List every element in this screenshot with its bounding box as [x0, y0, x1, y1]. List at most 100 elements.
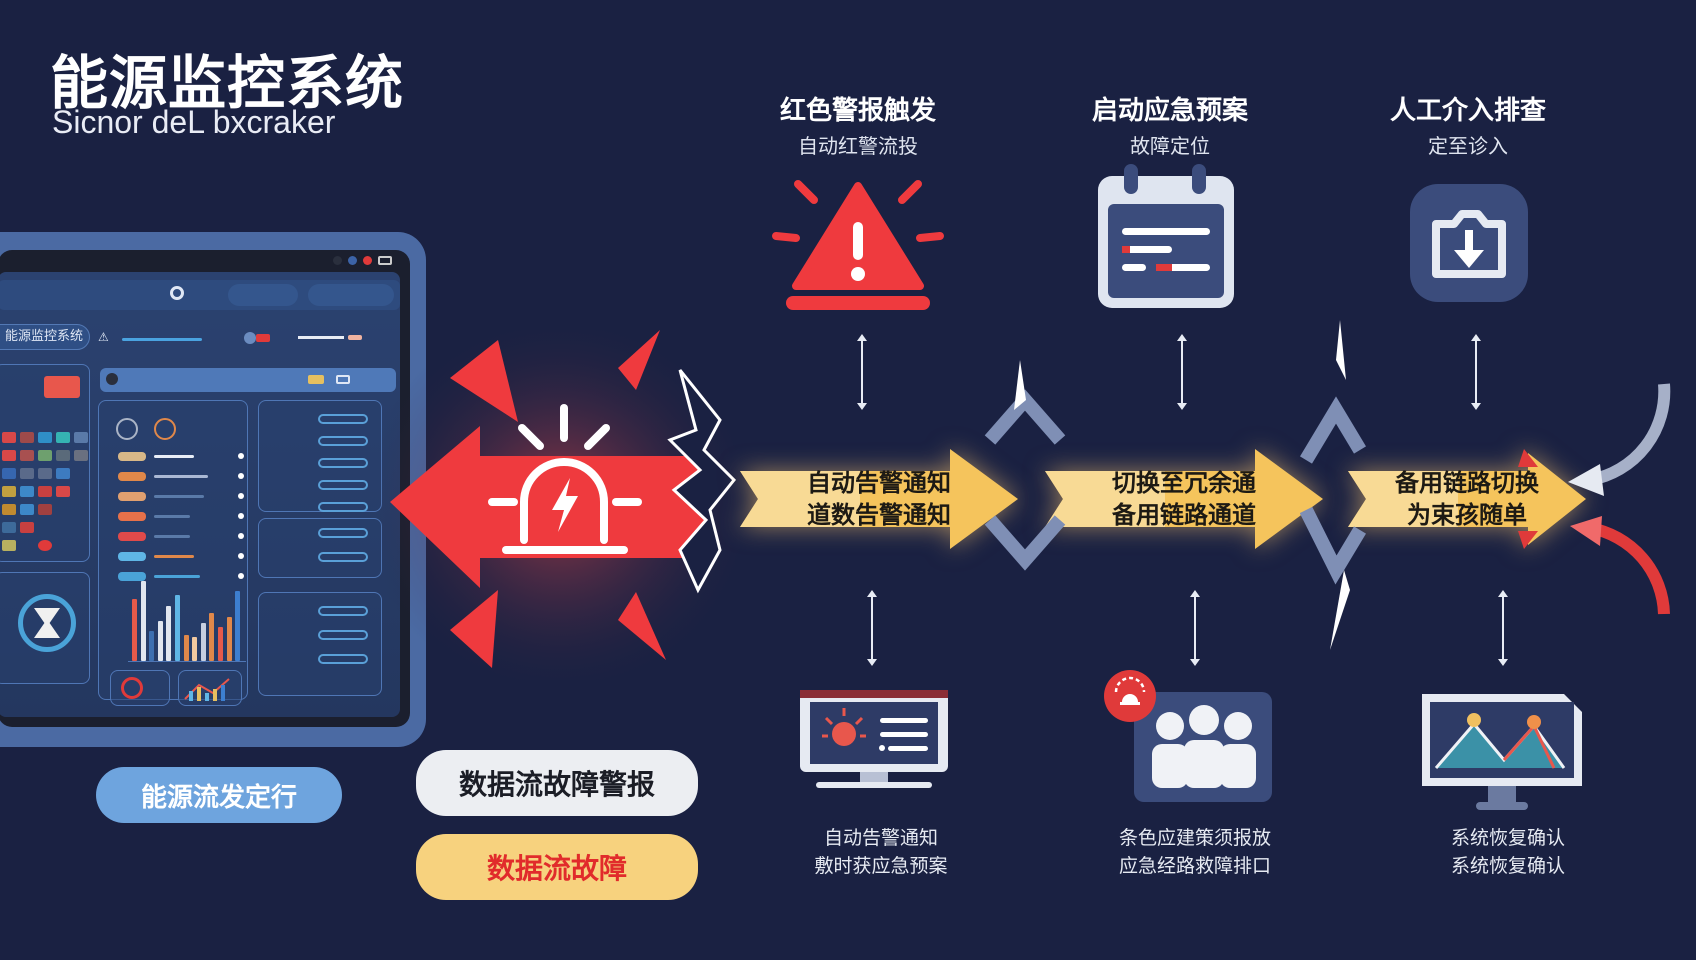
- user-pill[interactable]: [308, 284, 394, 306]
- chart-bar: [140, 581, 146, 661]
- chart-bar: [183, 635, 189, 661]
- grid-cell[interactable]: [38, 540, 52, 551]
- chart-bar: [226, 617, 232, 661]
- grid-cell[interactable]: [74, 432, 88, 443]
- list-row-pill[interactable]: [318, 606, 368, 616]
- fault-label-pill[interactable]: 数据流故障: [416, 834, 698, 900]
- maximize-icon[interactable]: [378, 256, 392, 265]
- grid-cell[interactable]: [56, 450, 70, 461]
- step-subtitle-plan: 故障定位: [1130, 134, 1210, 158]
- grid-cell[interactable]: [56, 468, 70, 479]
- metric-dot: [238, 473, 244, 479]
- list-row-pill[interactable]: [318, 458, 368, 468]
- metric-tag: [118, 532, 146, 541]
- trend-panel: [178, 670, 242, 706]
- alert-list-panel: [258, 518, 382, 578]
- progress-bar: [122, 338, 202, 341]
- metric-dot: [238, 553, 244, 559]
- grid-cell[interactable]: [20, 468, 34, 479]
- flow-line1: 切换至冗余通: [1112, 469, 1256, 497]
- list-row-pill[interactable]: [318, 414, 368, 424]
- metric-tag: [118, 492, 146, 501]
- grid-cell[interactable]: [2, 540, 16, 551]
- flow-line1: 备用链路切换: [1395, 469, 1539, 497]
- chart-bar: [235, 591, 241, 661]
- metric-line: [154, 575, 200, 578]
- app-name-tab[interactable]: 能源监控系统: [0, 324, 90, 350]
- grid-cell[interactable]: [2, 486, 16, 497]
- grid-cell[interactable]: [20, 432, 34, 443]
- chart-bar: [132, 599, 137, 661]
- flow-line2: 为束孩随单: [1407, 501, 1527, 529]
- vertical-connector: [1498, 590, 1508, 666]
- grid-cell[interactable]: [38, 432, 52, 443]
- grid-cell[interactable]: [38, 504, 52, 515]
- location-pin-icon: [121, 677, 143, 699]
- close-dot[interactable]: [363, 256, 372, 265]
- vertical-connector: [857, 334, 867, 410]
- calendar-checklist-icon: [1098, 164, 1234, 308]
- grid-cell[interactable]: [56, 486, 70, 497]
- alert-tile[interactable]: [44, 376, 80, 398]
- step-subtitle-alert: 自动红警流投: [798, 134, 918, 158]
- metric-tag: [118, 512, 146, 521]
- dashboard-device: 能源监控系统 ⚠: [0, 232, 426, 747]
- grid-cell[interactable]: [2, 432, 16, 443]
- grid-cell[interactable]: [38, 486, 52, 497]
- grid-cell[interactable]: [38, 468, 52, 479]
- grid-cell[interactable]: [2, 522, 16, 533]
- grid-cell[interactable]: [38, 450, 52, 461]
- list-row-pill[interactable]: [318, 552, 368, 562]
- grid-cell[interactable]: [2, 504, 16, 515]
- metric-line: [154, 555, 194, 558]
- chart-bar: [209, 613, 215, 661]
- flow-step-switch: 切换至冗余通备用链路通道: [1045, 449, 1323, 549]
- metric-tag: [118, 452, 146, 461]
- grid-cell[interactable]: [20, 504, 34, 515]
- list-row-pill[interactable]: [318, 502, 368, 512]
- download-folder-icon: [1410, 184, 1528, 302]
- flow-step-backup: 备用链路切换为束孩随单: [1348, 449, 1586, 549]
- alert-label-pill[interactable]: 数据流故障警报: [416, 750, 698, 816]
- trend-chart-icon: [184, 678, 230, 701]
- metric-dot: [238, 453, 244, 459]
- filter-bar[interactable]: [100, 368, 396, 392]
- chart-bar: [192, 637, 198, 661]
- filter-chip[interactable]: [308, 375, 324, 384]
- refresh-icon[interactable]: [170, 286, 184, 300]
- vertical-connector: [867, 590, 877, 666]
- list-row-pill[interactable]: [318, 480, 368, 490]
- window-dot[interactable]: [348, 256, 357, 265]
- list-row-pill[interactable]: [318, 528, 368, 538]
- dashboard-content: 能源监控系统 ⚠: [0, 272, 400, 717]
- grid-cell[interactable]: [2, 468, 16, 479]
- grid-cell[interactable]: [20, 522, 34, 533]
- dashboard-topbar: [0, 280, 400, 310]
- bottom-line1: 条色应建策须报放: [1118, 827, 1271, 849]
- normal-state-pill[interactable]: 能源流发定行: [96, 767, 342, 823]
- grid-cell[interactable]: [20, 486, 34, 497]
- toggle-knob[interactable]: [244, 332, 256, 344]
- step-subtitle-manual: 定至诊入: [1428, 134, 1508, 158]
- bottom-line2: 应急经路救障排口: [1118, 855, 1271, 877]
- chart-bar: [149, 631, 155, 661]
- pin-panel: [110, 670, 170, 706]
- metric-dot: [238, 573, 244, 579]
- grid-cell[interactable]: [2, 450, 16, 461]
- chain-link-connector: [1300, 320, 1367, 650]
- bottom-line2: 敷时获应急预案: [814, 855, 948, 877]
- filter-chip[interactable]: [336, 375, 350, 384]
- grid-cell[interactable]: [74, 450, 88, 461]
- status-pill[interactable]: [228, 284, 298, 306]
- list-row-pill[interactable]: [318, 630, 368, 640]
- grid-cell[interactable]: [20, 450, 34, 461]
- metric-line: [154, 455, 194, 458]
- recovery-chart-monitor-icon: [1422, 694, 1582, 810]
- metric-line: [154, 495, 204, 498]
- window-dot[interactable]: [333, 256, 342, 265]
- grid-cell[interactable]: [56, 432, 70, 443]
- metric-tag: [118, 552, 146, 561]
- vertical-connector: [1190, 590, 1200, 666]
- list-row-pill[interactable]: [318, 654, 368, 664]
- list-row-pill[interactable]: [318, 436, 368, 446]
